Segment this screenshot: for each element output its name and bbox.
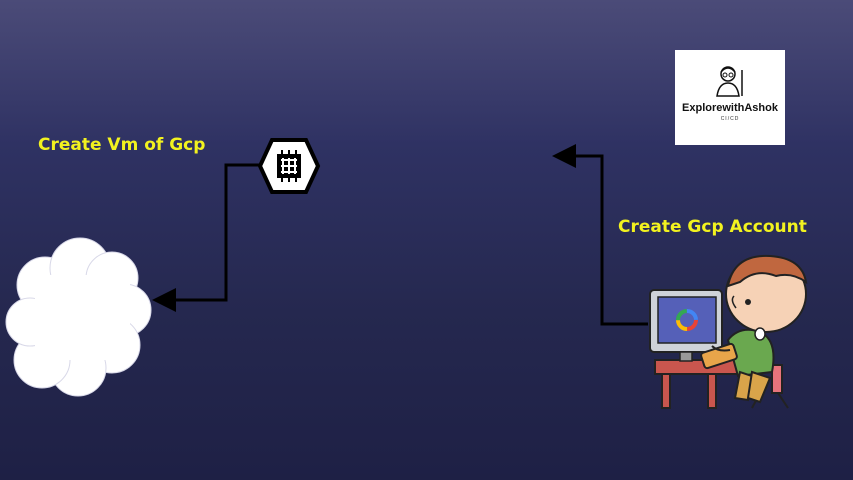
brand-logo: ExplorewithAshok CI/CD [675, 50, 785, 145]
cloud-shape-icon [5, 237, 152, 397]
person-at-computer-icon [649, 254, 808, 409]
person-with-pointer-icon [716, 66, 743, 97]
logo-title: ExplorewithAshok [682, 102, 778, 114]
google-cloud-logo-icon [676, 309, 698, 331]
logo-subtitle: CI/CD [720, 116, 740, 122]
create-account-label: Create Gcp Account [618, 217, 807, 237]
arrow-to-cloud [152, 163, 262, 312]
compute-engine-hexagon-icon [257, 138, 321, 194]
arrow-to-top [552, 144, 648, 326]
create-vm-label: Create Vm of Gcp [38, 135, 206, 155]
